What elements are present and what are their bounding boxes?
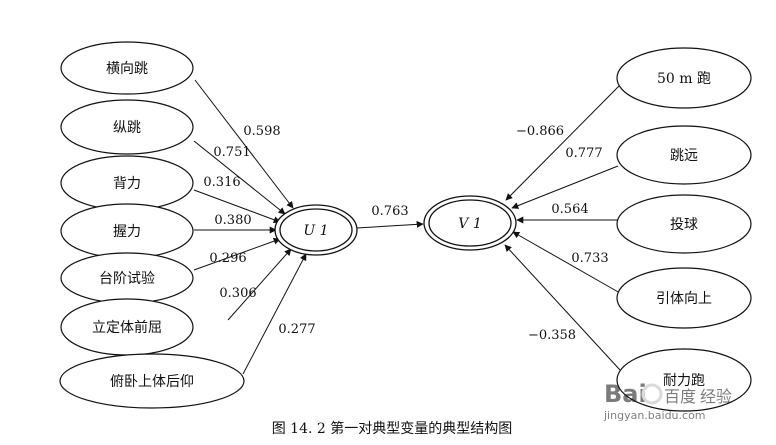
loading-edge: 0.777 xyxy=(511,146,619,209)
loading-arrow xyxy=(193,189,281,224)
watermark-brand-suffix: 经验 xyxy=(700,387,732,406)
variable-ellipse xyxy=(616,348,752,412)
variable-ellipse xyxy=(616,194,752,254)
watermark-brand: 百度 xyxy=(664,387,696,406)
variable-label: 投球 xyxy=(670,217,698,233)
paw-icon xyxy=(641,383,663,405)
left-variable-node: 俯卧上体后仰 xyxy=(59,353,245,409)
variable-label: 台阶试验 xyxy=(99,271,155,287)
loading-edge: 0.380 xyxy=(194,213,277,234)
loading-value: 0.733 xyxy=(571,251,608,266)
canonical-correlation-edge: 0.763 xyxy=(356,204,424,229)
loading-value: −0.866 xyxy=(516,124,564,139)
loading-edge: 0.733 xyxy=(512,231,621,294)
canonical-variable-v1: V 1 xyxy=(423,195,517,251)
variable-label: 引体向上 xyxy=(656,291,712,307)
right-variable-node: 引体向上 xyxy=(616,267,752,329)
loading-arrow xyxy=(193,140,286,215)
loading-arrow xyxy=(511,165,619,209)
loading-value: −0.358 xyxy=(528,328,576,343)
loading-edge: 0.306 xyxy=(219,248,292,321)
v1-label: V 1 xyxy=(458,216,481,232)
left-variable-node: 背力 xyxy=(60,155,194,211)
watermark-url: jingyan.baidu.com xyxy=(603,409,706,422)
right-variable-node: 50 m 跑 xyxy=(616,47,752,109)
variable-label: 握力 xyxy=(113,224,141,240)
loading-arrow xyxy=(505,84,621,201)
loading-edge: 0.564 xyxy=(516,202,617,224)
variable-ellipse xyxy=(616,125,752,185)
loading-value: 0.564 xyxy=(551,202,588,217)
variable-ellipse xyxy=(59,353,245,409)
baidu-watermark: Bai 百度 经验 jingyan.baidu.com xyxy=(603,380,732,422)
loading-arrow xyxy=(242,253,307,375)
diagram-edges: 0.598 0.751 0.316 0.380 0.296 0.306 0.277 −0.86… xyxy=(193,79,621,375)
loading-value: 0.316 xyxy=(203,175,240,190)
figure-caption: 图 14. 2 第一对典型变量的典型结构图 xyxy=(272,420,513,437)
variable-label: 50 m 跑 xyxy=(657,71,711,87)
loading-edge: 0.316 xyxy=(193,175,281,224)
loading-value: 0.777 xyxy=(565,146,602,161)
variable-label: 耐力跑 xyxy=(663,373,705,389)
variable-label: 立定体前屈 xyxy=(92,319,162,336)
u1-label: U 1 xyxy=(303,223,328,239)
loading-edge: −0.358 xyxy=(504,244,621,371)
loading-edge: 0.598 xyxy=(194,79,294,209)
left-variable-node: 握力 xyxy=(60,203,194,259)
left-variable-node: 横向跳 xyxy=(60,41,194,95)
variable-label: 背力 xyxy=(113,176,141,192)
loading-edge: 0.296 xyxy=(193,237,281,271)
right-variable-node: 跳远 xyxy=(616,125,752,185)
variable-ellipse xyxy=(616,267,752,329)
right-variable-node: 投球 xyxy=(616,194,752,254)
left-variable-node: 立定体前屈 xyxy=(60,298,194,356)
loading-value: 0.296 xyxy=(209,251,246,266)
left-variable-node: 纵跳 xyxy=(60,99,194,155)
loading-value: 0.380 xyxy=(214,213,251,228)
canonical-variable-u1: U 1 xyxy=(274,204,358,256)
variable-ellipse xyxy=(60,99,194,155)
loading-arrow xyxy=(512,231,621,294)
variable-label: 纵跳 xyxy=(113,120,141,136)
canonical-correlation-value: 0.763 xyxy=(371,204,408,219)
loading-arrow xyxy=(504,244,621,371)
variable-label: 俯卧上体后仰 xyxy=(110,374,194,390)
loading-value: 0.751 xyxy=(213,145,250,160)
loading-edge: 0.751 xyxy=(193,140,286,215)
loading-value: 0.598 xyxy=(243,124,280,139)
loading-arrow xyxy=(194,79,294,209)
left-variable-node: 台阶试验 xyxy=(60,252,194,304)
loading-edge: 0.277 xyxy=(242,253,316,375)
variable-ellipse xyxy=(616,47,752,109)
loading-arrow xyxy=(227,248,292,321)
watermark-logo: Bai xyxy=(604,380,647,408)
variable-label: 横向跳 xyxy=(106,61,148,77)
right-variable-node: 耐力跑 xyxy=(616,348,752,412)
loading-edge: −0.866 xyxy=(505,84,621,201)
loading-arrow xyxy=(193,237,281,271)
variable-ellipse xyxy=(60,41,194,95)
loading-value: 0.306 xyxy=(219,286,256,301)
loading-value: 0.277 xyxy=(278,322,315,337)
variable-label: 跳远 xyxy=(670,148,698,164)
